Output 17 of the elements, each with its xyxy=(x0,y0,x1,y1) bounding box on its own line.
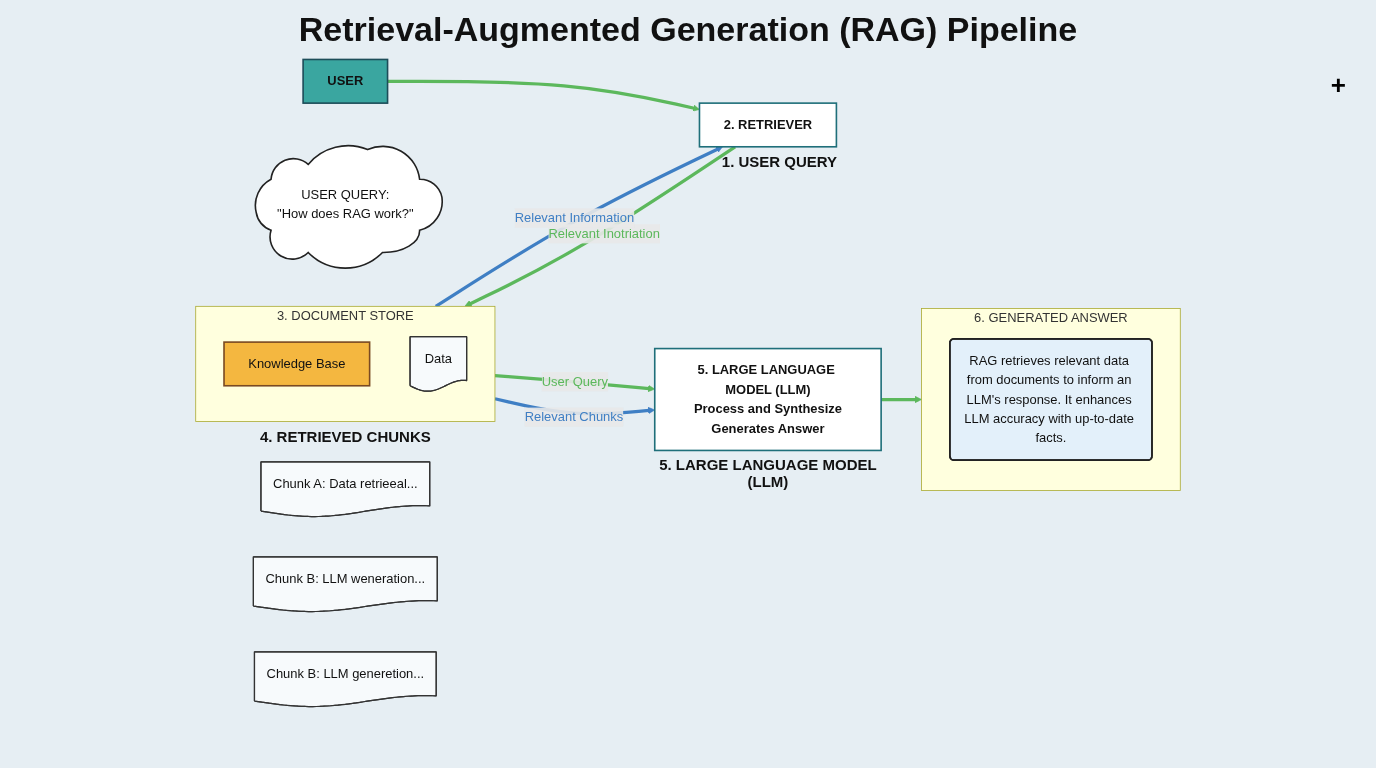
arrow xyxy=(464,145,736,307)
edge-label: Relevant Inotriation xyxy=(548,226,660,241)
node-box: 2. RETRIEVER xyxy=(698,102,838,148)
step-caption: 4. RETRIEVED CHUNKS xyxy=(258,427,432,445)
edge-label: Relevant Chunks xyxy=(524,409,624,424)
node-box: USER xyxy=(302,58,389,104)
node-box: Knowledge Base xyxy=(223,341,371,387)
arrow xyxy=(387,79,700,112)
step-caption: 1. USER QUERY xyxy=(720,152,839,170)
arrow xyxy=(434,146,723,308)
step-caption: 5. LARGE LANGUAGE MODEL (LLM) xyxy=(658,456,878,491)
title: Retrieval-Augmented Generation (RAG) Pipeline xyxy=(297,10,1079,49)
edge-label: User Query xyxy=(541,374,608,389)
plus-sign: + xyxy=(1330,70,1346,100)
node-box: 5. LARGE LANGUAGE MODEL (LLM) Process and Synthesize Generates Answer xyxy=(653,347,882,452)
edge-label: Relevant Information xyxy=(514,210,635,225)
arrow xyxy=(881,395,922,404)
